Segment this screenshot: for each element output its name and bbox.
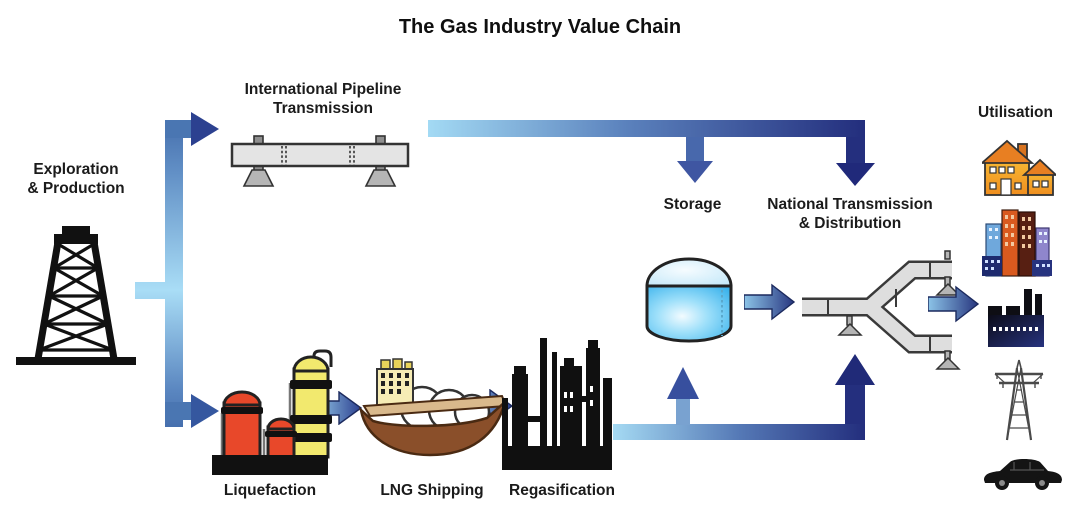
branch-pipeline-icon (802, 250, 961, 370)
flow-arrow-storage-to-national (744, 283, 796, 321)
label-utilisation: Utilisation (978, 104, 1053, 121)
city-buildings-icon (982, 209, 1052, 277)
flow-arrow-regas-to-network (613, 354, 875, 440)
label-international-pipeline: International Pipeline Transmission (244, 81, 402, 118)
flow-arrow-pipeline-to-network (428, 120, 875, 186)
car-icon (984, 459, 1062, 490)
diagram-title: The Gas Industry Value Chain (398, 16, 682, 38)
label-exploration-production: Exploration & Production (27, 161, 125, 198)
label-national-transmission: National Transmission & Distribution (767, 196, 933, 233)
label-liquefaction: Liquefaction (223, 482, 317, 499)
power-pylon-icon (994, 359, 1044, 441)
label-regasification: Regasification (509, 482, 615, 499)
label-lng-shipping: LNG Shipping (380, 482, 484, 499)
lng-ship-icon (359, 358, 508, 457)
flow-arrow-national-to-utilisation (928, 285, 980, 323)
oil-derrick-icon (16, 226, 136, 365)
factory-icon (988, 289, 1044, 347)
house-icon (982, 139, 1056, 196)
storage-tank-icon (645, 257, 733, 343)
flow-arrow-exploration-split (135, 112, 219, 428)
pipeline-icon (230, 135, 410, 187)
liquefaction-plant-icon (212, 349, 333, 475)
label-storage: Storage (663, 196, 722, 213)
regasification-plant-icon (502, 338, 612, 470)
